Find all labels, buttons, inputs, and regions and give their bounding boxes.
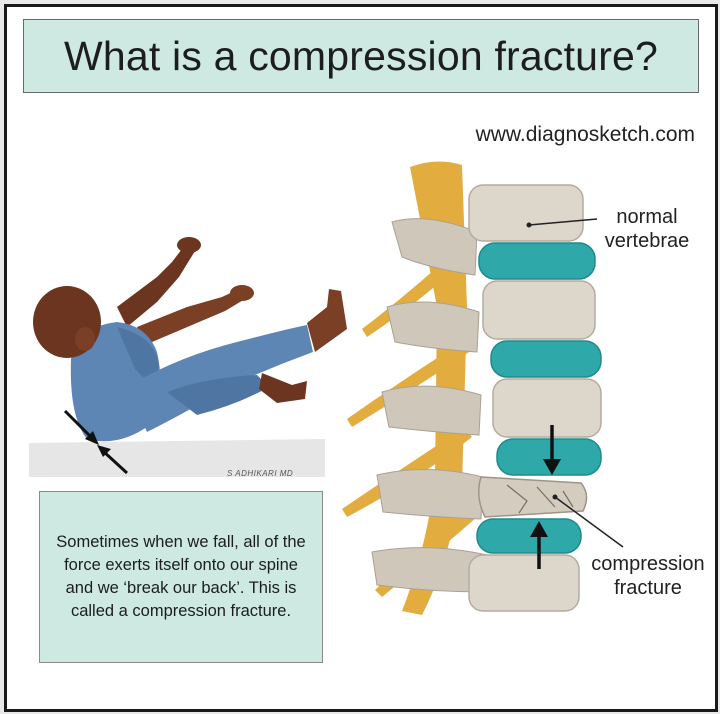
back-hand (177, 237, 201, 253)
disc-4 (476, 518, 582, 554)
vertebra-1 (468, 184, 584, 242)
right-foot (307, 289, 347, 352)
disc-3 (496, 438, 602, 476)
disc-2 (490, 340, 602, 378)
caption-text: Sometimes when we fall, all of the force… (56, 533, 306, 620)
impact-arrow-lower (101, 449, 129, 475)
left-foot (259, 373, 307, 403)
spinous-process-1 (391, 218, 478, 276)
leader-normal (528, 218, 598, 226)
fractured-vertebra (478, 476, 588, 518)
ear (75, 327, 95, 351)
website-url: www.diagnosketch.com (475, 123, 695, 146)
shirt-fold (117, 327, 159, 387)
caption-box: Sometimes when we fall, all of the force… (39, 491, 323, 663)
lower-leg (167, 375, 269, 415)
label-normal-vertebrae: normal vertebrae (604, 206, 690, 252)
figure-frame: What is a compression fracture? www.diag… (4, 4, 718, 712)
title-box: What is a compression fracture? (23, 19, 699, 93)
fracture-lines (506, 484, 574, 514)
impact-arrow-upper (63, 409, 93, 439)
spinous-process-4 (376, 468, 484, 520)
spinous-process-2 (386, 301, 480, 353)
nerve-root-2 (347, 342, 469, 427)
spinous-process-3 (381, 385, 482, 436)
falling-person-illustration (29, 237, 347, 477)
disc-1 (478, 242, 596, 280)
label-compression-fracture: compression fracture (591, 553, 705, 599)
front-arm (137, 289, 245, 345)
vertebra-5 (468, 554, 580, 612)
leader-fracture (554, 496, 624, 548)
page-title: What is a compression fracture? (63, 32, 659, 79)
back-arm (117, 245, 195, 327)
front-hand (230, 285, 254, 301)
spine-illustration (342, 161, 624, 615)
illustration (29, 161, 624, 615)
vertebra-2 (482, 280, 596, 340)
artist-signature: S ADHIKARI MD (227, 469, 294, 478)
vertebra-3 (492, 378, 602, 438)
